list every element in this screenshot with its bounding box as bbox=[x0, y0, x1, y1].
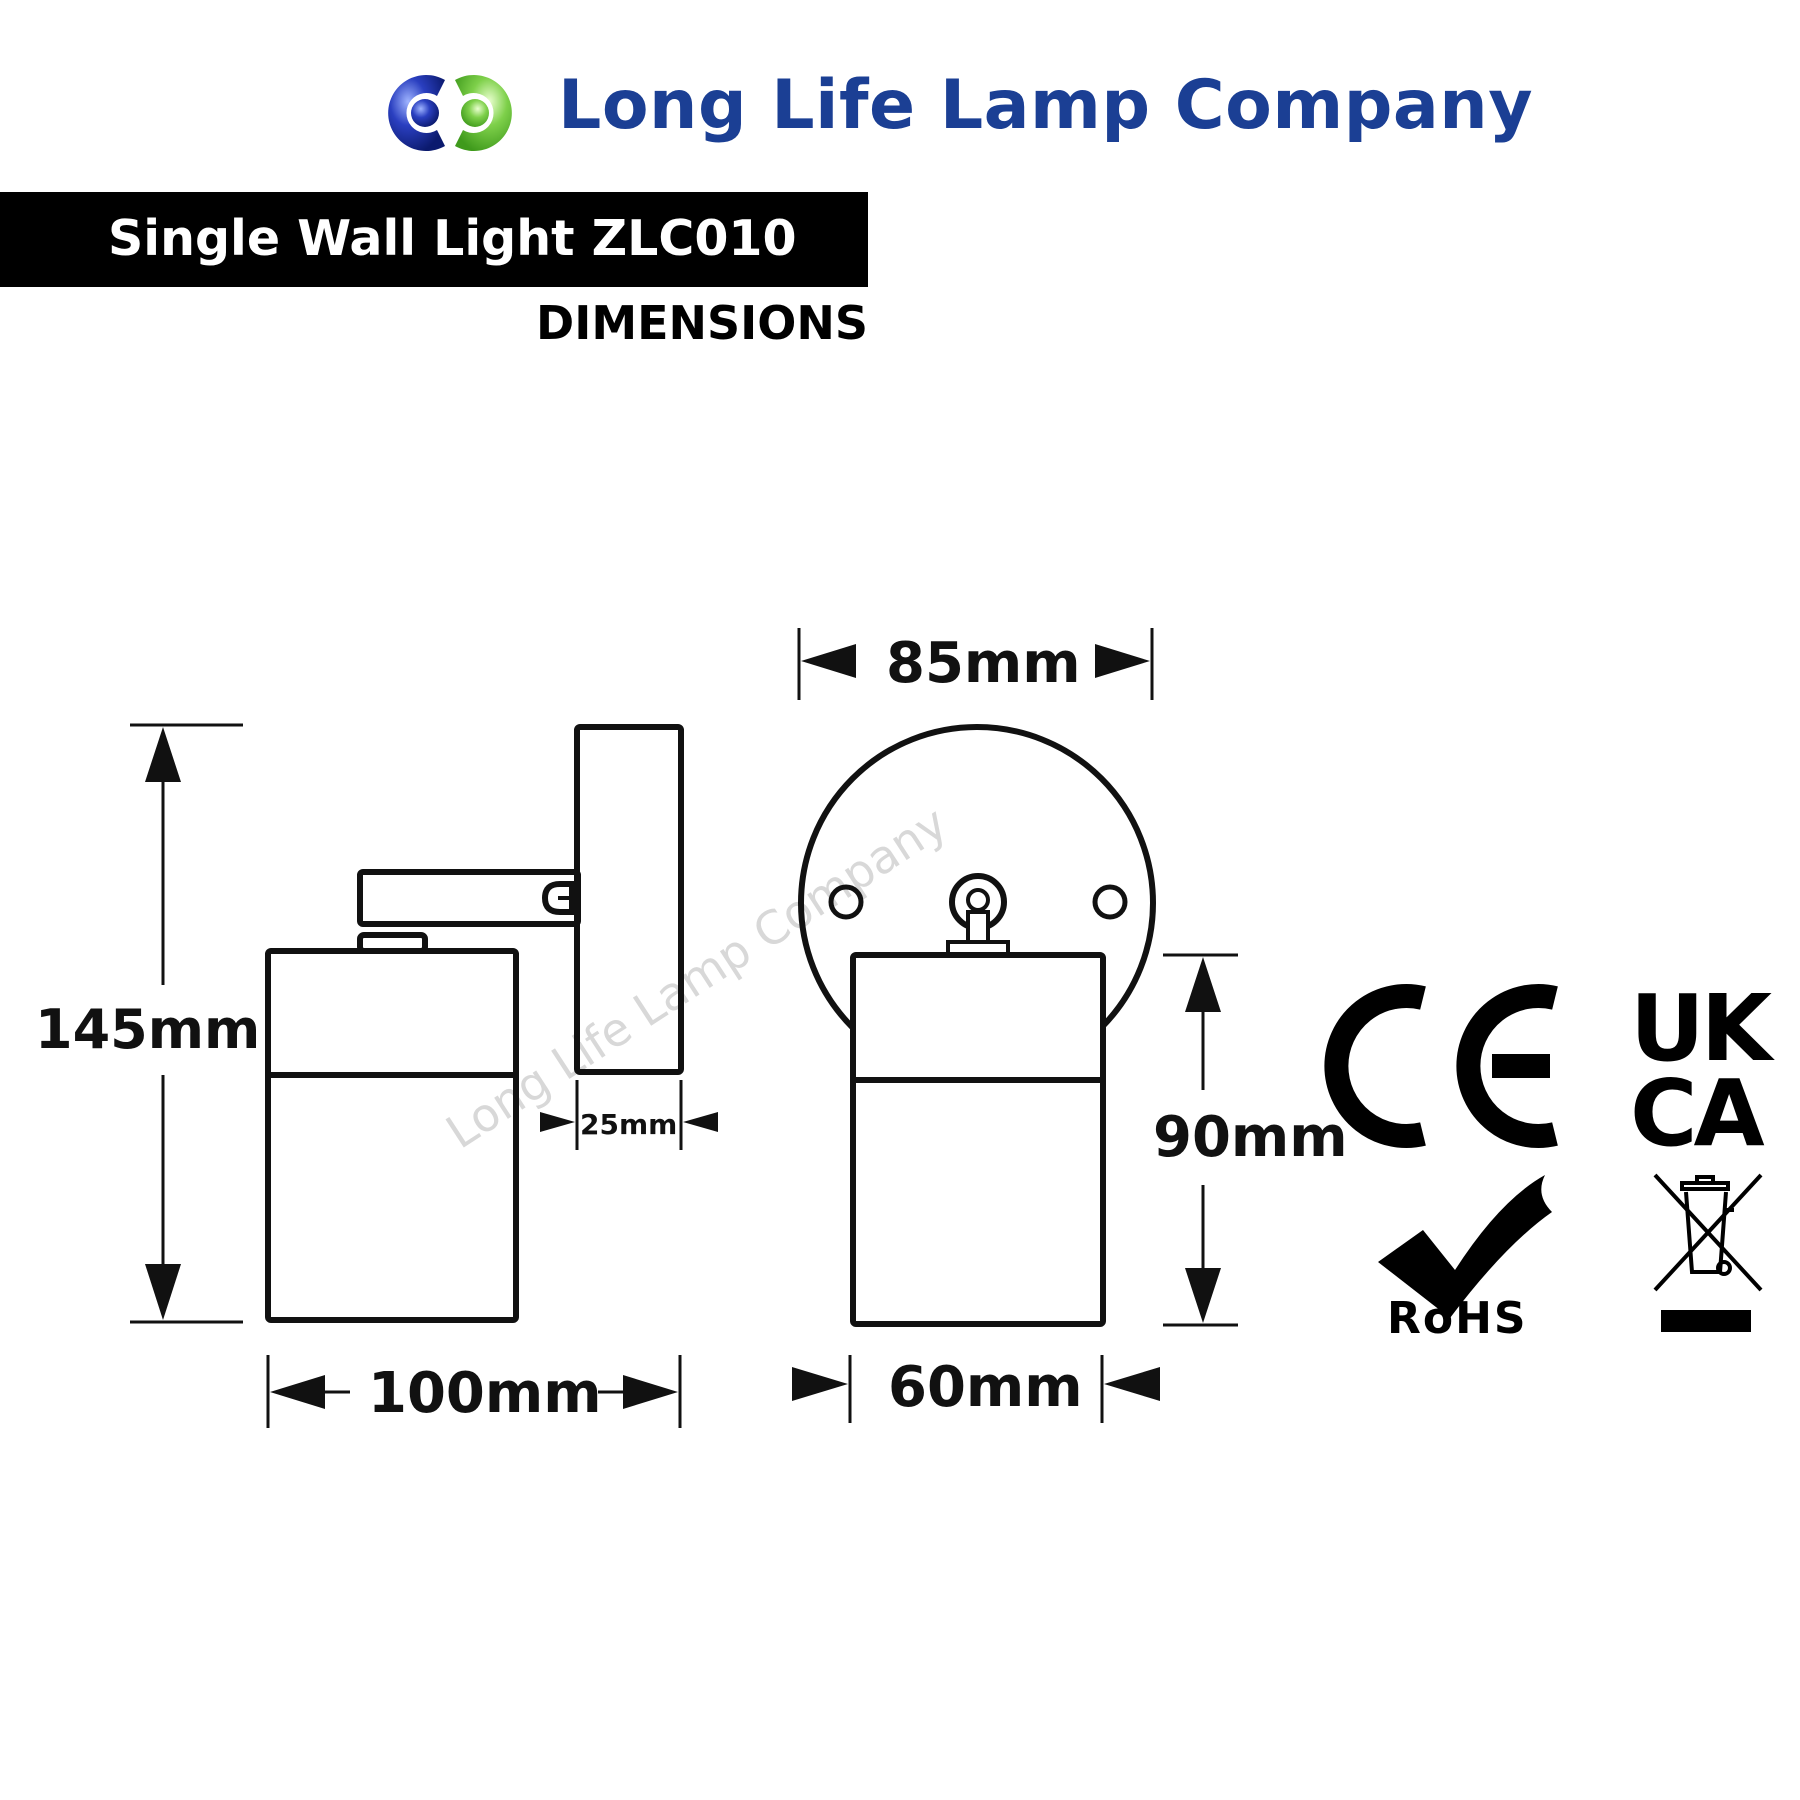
dim-85 bbox=[797, 628, 1154, 700]
mount-hole-right bbox=[1092, 884, 1128, 920]
side-arm bbox=[357, 869, 581, 927]
label-90mm: 90mm bbox=[1153, 1105, 1348, 1170]
dim-90 bbox=[1163, 953, 1238, 1327]
company-name: Long Life Lamp Company bbox=[558, 66, 1534, 145]
side-view bbox=[265, 724, 684, 1323]
rohs-label: RoHS bbox=[1387, 1293, 1528, 1344]
label-85mm: 85mm bbox=[886, 631, 1081, 696]
dim-60 bbox=[792, 1355, 1160, 1423]
label-60mm: 60mm bbox=[888, 1355, 1083, 1420]
title-banner: Single Wall Light ZLC010 bbox=[0, 192, 868, 287]
front-lamp-body bbox=[850, 952, 1106, 1327]
label-145mm: 145mm bbox=[35, 998, 260, 1061]
label-25mm: 25mm bbox=[580, 1108, 677, 1141]
front-view bbox=[798, 724, 1156, 1327]
crossed-out-wheelie-bin-icon bbox=[1653, 1173, 1763, 1332]
dim-100 bbox=[266, 1355, 682, 1428]
side-lamp-body bbox=[265, 948, 519, 1323]
dim-145 bbox=[130, 723, 243, 1324]
ukca-bottom-text: CA bbox=[1630, 1060, 1765, 1167]
ce-mark-icon bbox=[1324, 984, 1558, 1148]
label-100mm: 100mm bbox=[368, 1361, 602, 1426]
dim-25 bbox=[540, 1080, 718, 1150]
mount-hole-left bbox=[828, 884, 864, 920]
ukca-top-text: UK bbox=[1630, 975, 1776, 1082]
ukca-mark: UK CA bbox=[1630, 975, 1780, 1167]
side-screw bbox=[541, 881, 575, 915]
rohs-checkmark-icon bbox=[1378, 1175, 1552, 1318]
ce-mark-label: CE bbox=[0, 0, 2, 1]
product-title: Single Wall Light ZLC010 bbox=[108, 210, 797, 267]
dimensions-subtitle: DIMENSIONS bbox=[536, 296, 868, 350]
company-logo-icon bbox=[388, 75, 512, 151]
